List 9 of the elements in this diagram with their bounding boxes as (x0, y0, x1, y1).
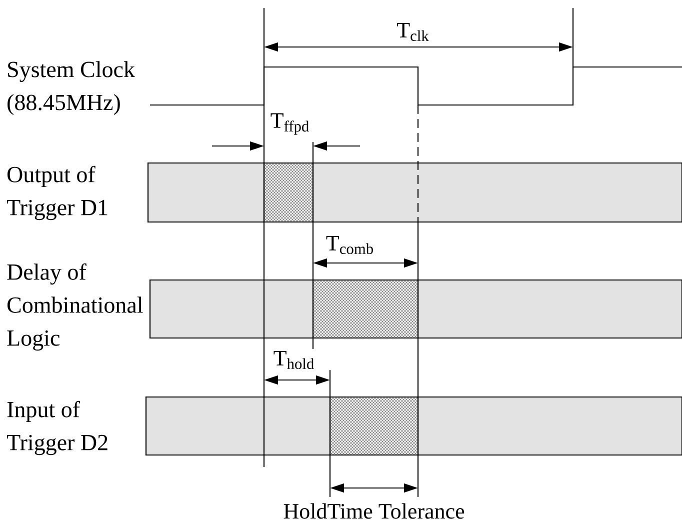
signal-label: Delay of Combinational Logic (7, 263, 143, 351)
signal-label: System Clock (88.45MHz) (8, 61, 135, 115)
signal-label: Output of Trigger D1 (6, 166, 108, 220)
dimension-label: T$_{clk}$ (397, 22, 429, 42)
dimension-label: T$_{comb}$ (326, 236, 373, 254)
dimension-label: HoldTime Tolerance (284, 503, 464, 519)
signal-label: Input of Trigger D2 (6, 400, 108, 456)
dimension-label: T$_{hold}$ (274, 350, 314, 370)
dimension-label: T$_{ffpd}$ (270, 113, 309, 135)
